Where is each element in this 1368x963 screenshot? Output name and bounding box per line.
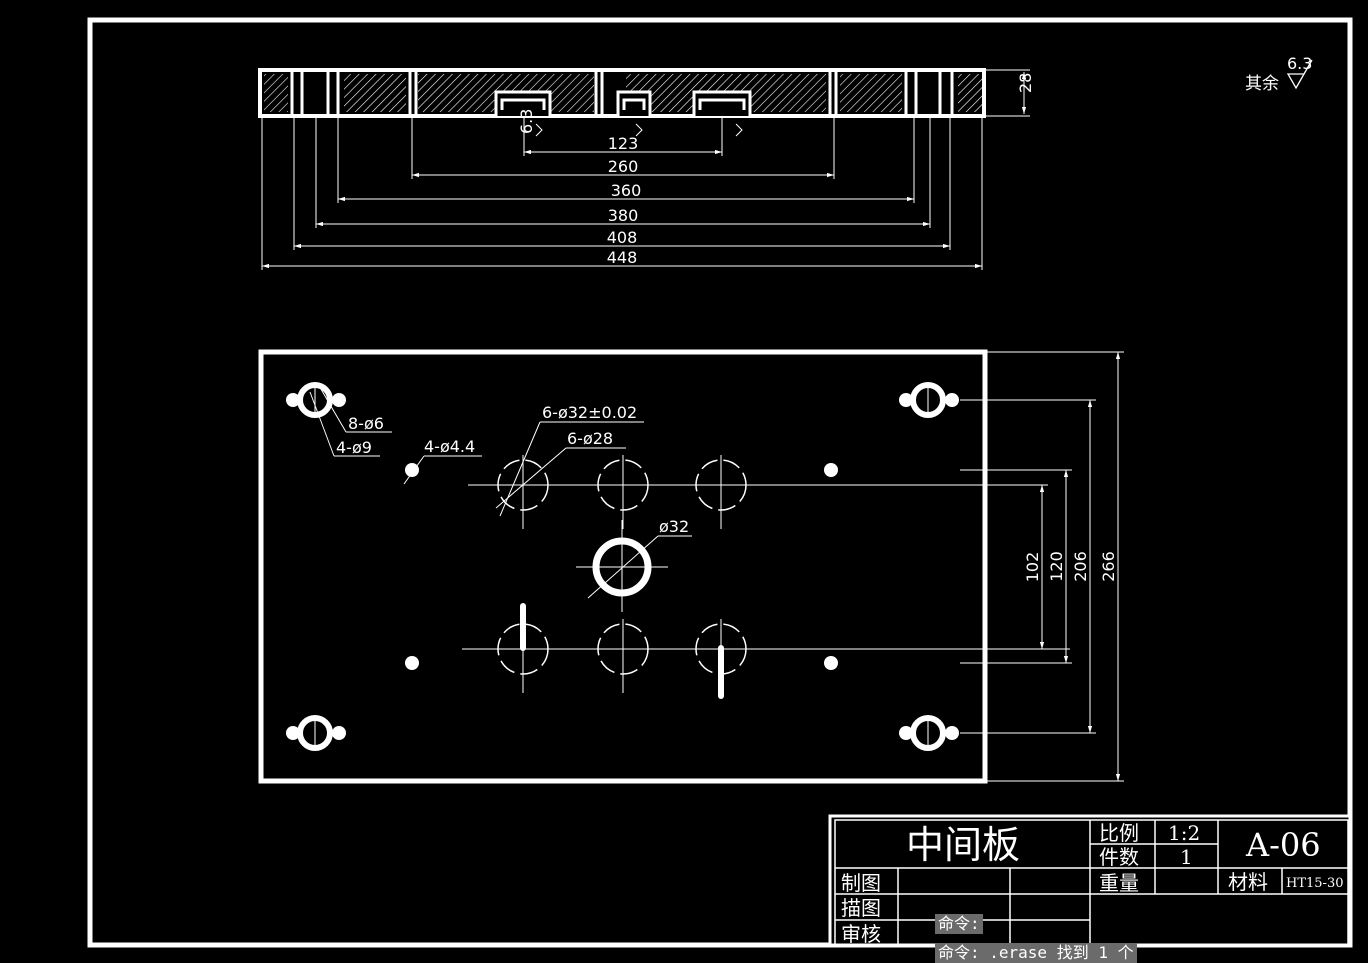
drawing-border [87, 17, 1353, 948]
small-hole [405, 656, 419, 670]
pin-hole [899, 726, 913, 740]
vertical-dimension-label: 206 [1071, 551, 1090, 582]
bolt-hole [297, 715, 333, 751]
small-holes-callout: 4-ø4.4 [424, 437, 475, 456]
vertical-dimension-label: 266 [1099, 551, 1118, 582]
bolt-holes-callout: 4-ø9 [336, 438, 372, 457]
thickness-dimension: 28 [1016, 73, 1035, 93]
pin-hole [286, 726, 300, 740]
pin-holes-callout: 8-ø6 [348, 414, 384, 433]
qty-label: 件数 [1099, 845, 1139, 869]
plan-view[interactable]: 8-ø6 4-ø9 4-ø4.4 6-ø32±0.02 6-ø28 ø32 10… [258, 349, 1124, 784]
small-hole [824, 656, 838, 670]
part-name: 中间板 [906, 823, 1020, 867]
pin-hole [286, 393, 300, 407]
bore-holes-callout: 6-ø32±0.02 [542, 403, 637, 422]
drawn-by-label: 制图 [841, 871, 881, 895]
surface-finish-symbol: 其余 6.3 [1245, 54, 1313, 94]
checked-by-label: 审核 [841, 922, 881, 946]
pin-hole [945, 393, 959, 407]
section-dimension-label: 360 [611, 181, 642, 200]
drawing-number: A-06 [1245, 826, 1321, 864]
vertical-dimension-label: 120 [1047, 551, 1066, 582]
material-value: HT15-30 [1286, 876, 1343, 891]
bolt-hole [910, 382, 946, 418]
pin-hole [332, 393, 346, 407]
traced-by-label: 描图 [841, 896, 881, 920]
section-dimension-label: 380 [608, 206, 639, 225]
command-prompt[interactable]: 命令: [935, 914, 983, 934]
section-dimension-label: 260 [608, 157, 639, 176]
pin-hole [332, 726, 346, 740]
material-label: 材料 [1228, 870, 1268, 894]
bolt-hole [297, 382, 333, 418]
weight-label: 重量 [1099, 871, 1139, 895]
small-hole [824, 463, 838, 477]
scale-label: 比例 [1099, 821, 1139, 845]
command-history: 命令: .erase 找到 1 个 [935, 943, 1137, 963]
scale-value: 1:2 [1168, 821, 1200, 845]
small-hole [405, 463, 419, 477]
vertical-dimensions: 102 120 206 266 [960, 351, 1124, 782]
surface-finish-label: 其余 [1245, 74, 1279, 94]
title-block: 中间板 比例 1:2 件数 1 重量 A-06 材料 HT15-30 制图 描图… [828, 814, 1352, 947]
section-dimension-label: 123 [608, 134, 639, 153]
vertical-dimension-label: 102 [1023, 552, 1042, 583]
section-dimension-label: 448 [607, 248, 638, 267]
section-dimension-label: 408 [607, 228, 638, 247]
roughness-mark: 6.3 [517, 109, 536, 134]
pin-hole [899, 393, 913, 407]
qty-value: 1 [1180, 845, 1193, 869]
bolt-hole [910, 715, 946, 751]
surface-finish-value: 6.3 [1287, 54, 1312, 73]
center-hole-callout: ø32 [659, 517, 689, 536]
inner-holes-callout: 6-ø28 [567, 429, 613, 448]
pin-hole [945, 726, 959, 740]
